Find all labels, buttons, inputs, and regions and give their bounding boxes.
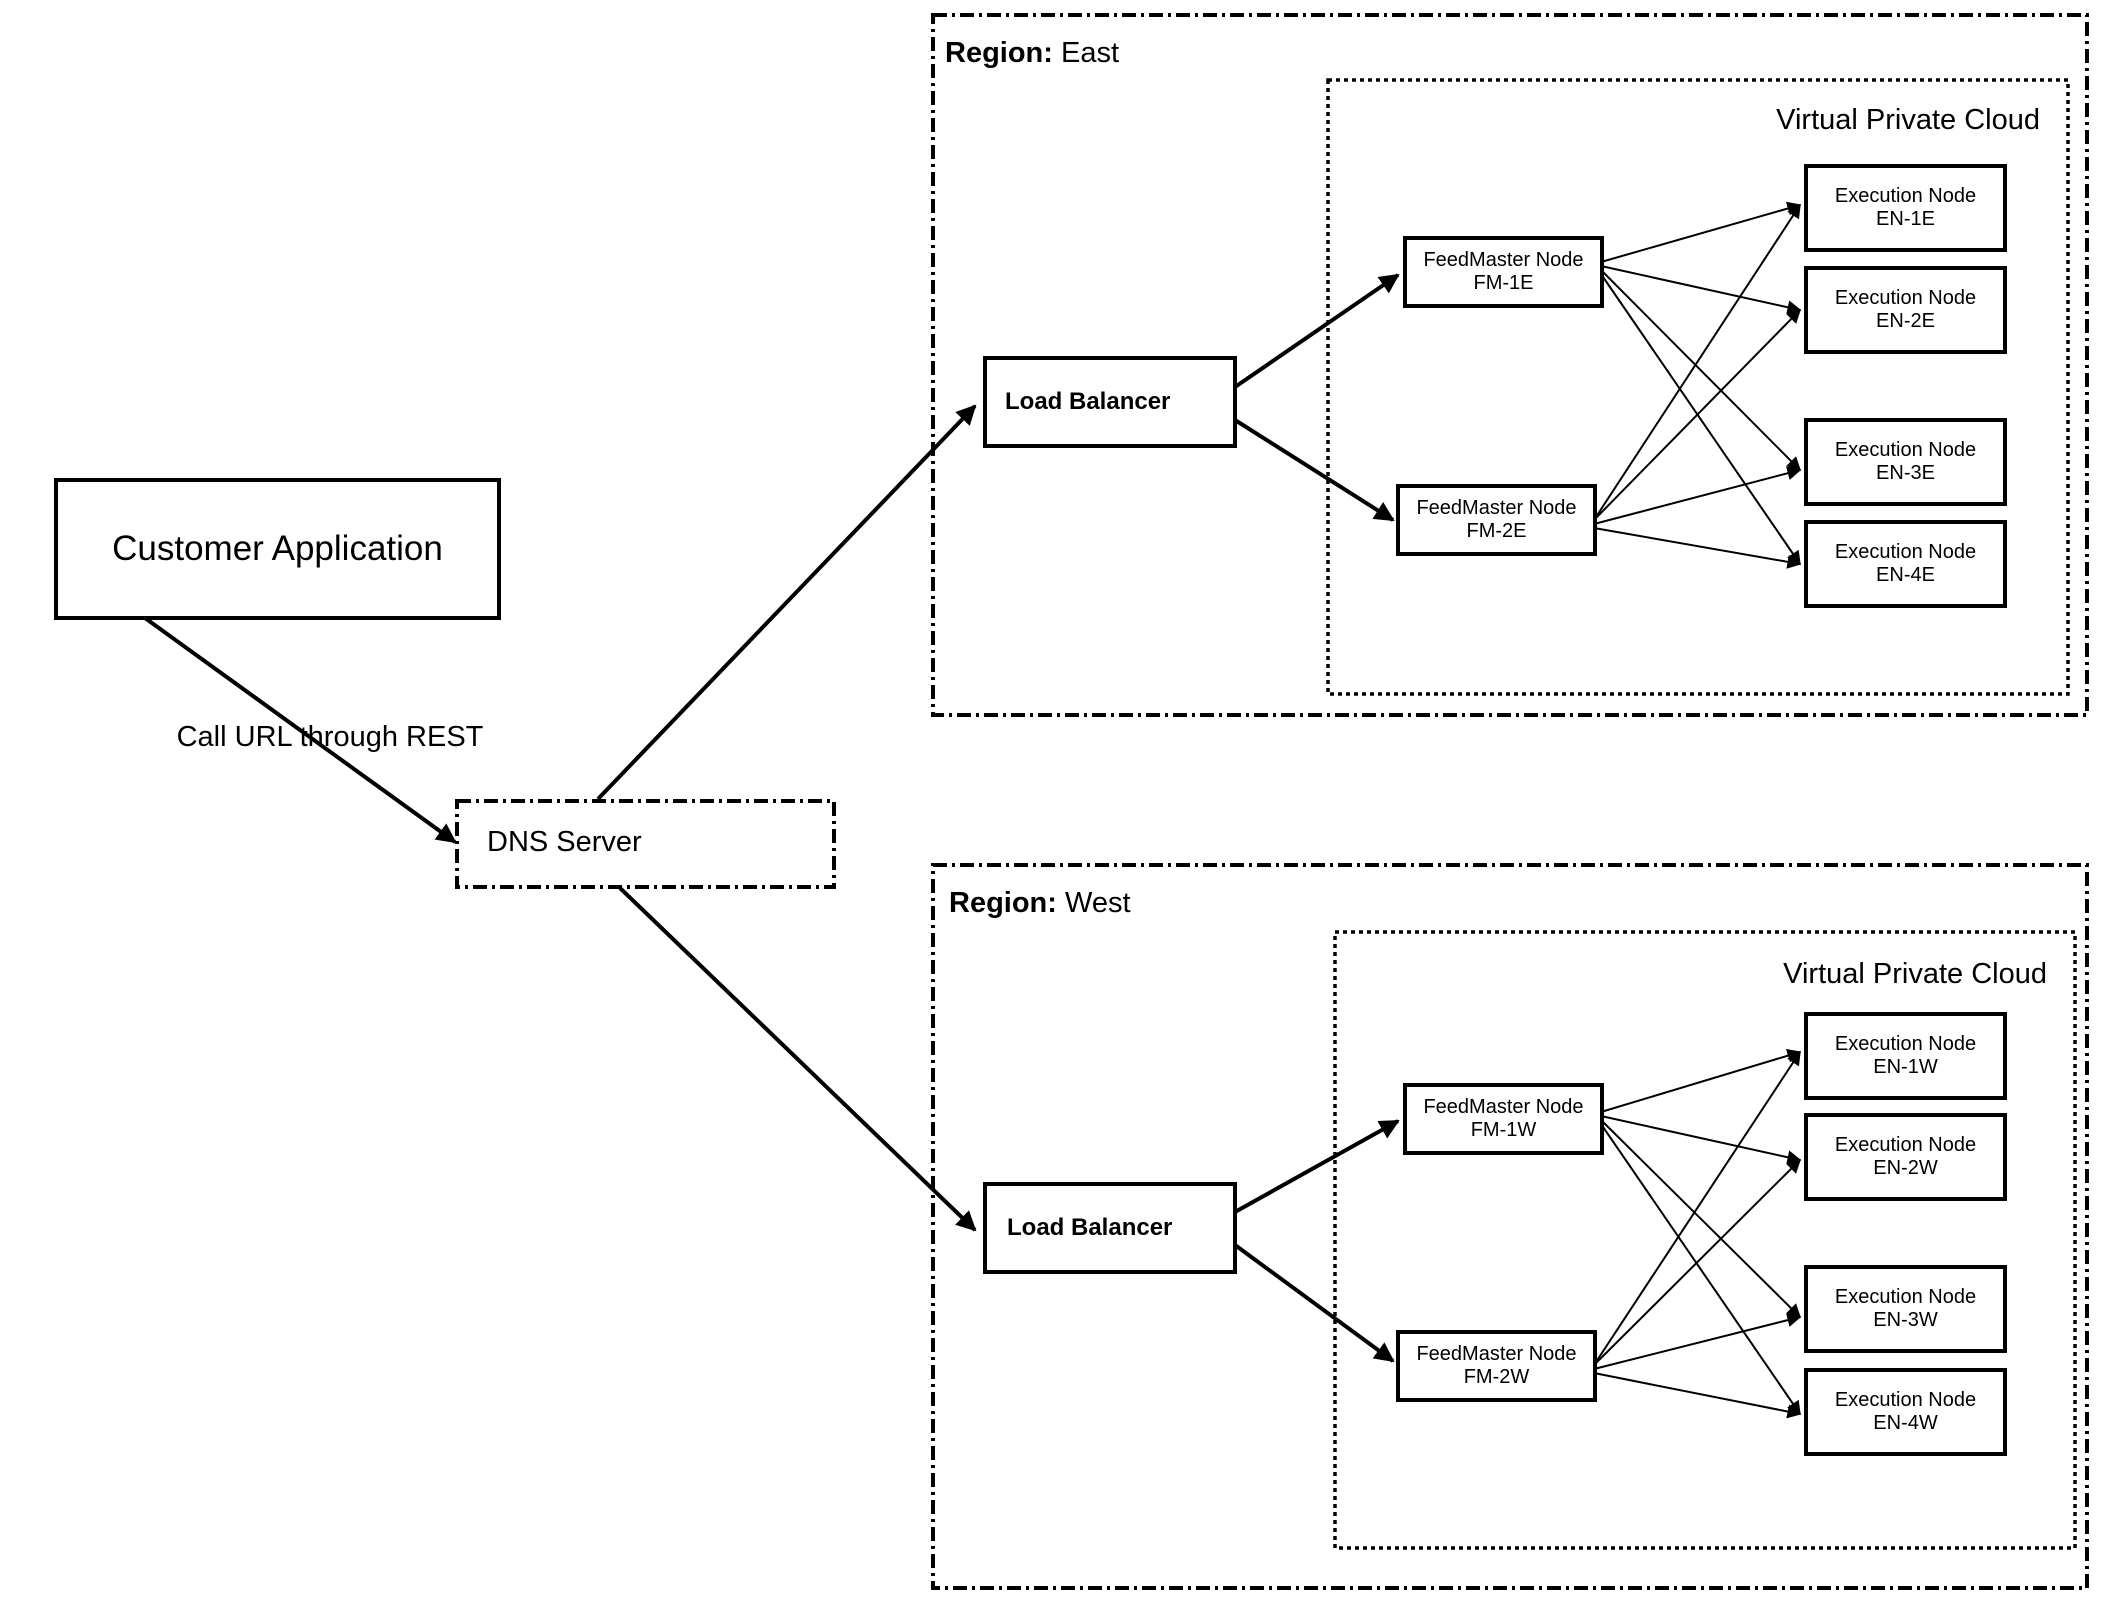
east-execution-node-3-id: EN-3E: [1876, 462, 1935, 484]
west-execution-node-3-title: Execution Node: [1834, 1286, 1977, 1308]
region-east-container: [931, 13, 2089, 717]
vpc-east-container: [1326, 78, 2070, 696]
vpc-west-label: Virtual Private Cloud: [1783, 958, 2047, 990]
vpc-west-container: [1333, 930, 2077, 1550]
east-execution-node-3: Execution Node EN-3E: [1804, 418, 2007, 506]
customer-application-label: Customer Application: [112, 529, 443, 568]
west-execution-node-2-id: EN-2W: [1873, 1157, 1938, 1179]
arrow-east-lb-to-fm2: [1233, 418, 1395, 522]
west-load-balancer-label: Load Balancer: [1007, 1214, 1173, 1241]
west-execution-node-1: Execution Node EN-1W: [1804, 1012, 2007, 1100]
region-west-label-key: Region:: [949, 887, 1057, 919]
east-load-balancer: Load Balancer: [983, 356, 1237, 448]
east-execution-node-1-id: EN-1E: [1876, 208, 1935, 230]
region-west-container: [931, 863, 2089, 1590]
region-east-label-key: Region:: [945, 37, 1053, 69]
west-load-balancer: Load Balancer: [983, 1182, 1237, 1274]
region-east-label: Region: East: [945, 36, 1119, 71]
dns-server-label: DNS Server: [487, 826, 642, 858]
west-execution-node-2-title: Execution Node: [1834, 1134, 1977, 1156]
east-feedmaster-2-id: FM-2E: [1466, 520, 1527, 542]
east-feedmaster-1-id: FM-1E: [1473, 272, 1534, 294]
west-feedmaster-1: FeedMaster Node FM-1W: [1403, 1083, 1604, 1155]
vpc-east-label: Virtual Private Cloud: [1776, 104, 2040, 136]
east-execution-node-2-title: Execution Node: [1834, 287, 1977, 309]
west-execution-node-4-title: Execution Node: [1834, 1389, 1977, 1411]
arrow-west-lb-to-fm1: [1234, 1119, 1400, 1214]
region-east-label-name: East: [1061, 37, 1120, 69]
west-execution-node-3-id: EN-3W: [1873, 1309, 1938, 1331]
west-execution-node-1-title: Execution Node: [1834, 1033, 1977, 1055]
arrow-east-lb-to-fm1: [1233, 273, 1400, 389]
customer-application-box: Customer Application: [54, 478, 501, 620]
east-feedmaster-1: FeedMaster Node FM-1E: [1403, 236, 1604, 308]
east-feedmaster-2: FeedMaster Node FM-2E: [1396, 484, 1597, 556]
arrow-west-lb-to-fm2: [1233, 1243, 1395, 1363]
east-execution-node-4-title: Execution Node: [1834, 541, 1977, 563]
west-execution-node-1-id: EN-1W: [1873, 1056, 1938, 1078]
east-execution-node-2-id: EN-2E: [1876, 310, 1935, 332]
west-execution-node-2: Execution Node EN-2W: [1804, 1113, 2007, 1201]
east-execution-node-1-title: Execution Node: [1834, 185, 1977, 207]
west-feedmaster-1-title: FeedMaster Node: [1423, 1096, 1584, 1118]
region-west-label: Region: West: [949, 886, 1131, 921]
arrow-dns-to-east-lb: [596, 404, 977, 801]
west-feedmaster-2: FeedMaster Node FM-2W: [1396, 1330, 1597, 1402]
east-feedmaster-1-title: FeedMaster Node: [1423, 249, 1584, 271]
east-execution-node-4-id: EN-4E: [1876, 564, 1935, 586]
west-execution-node-3: Execution Node EN-3W: [1804, 1265, 2007, 1353]
rest-call-label: Call URL through REST: [176, 721, 484, 753]
arrow-dns-to-west-lb: [618, 886, 977, 1232]
region-west-label-name: West: [1065, 887, 1131, 919]
west-feedmaster-2-id: FM-2W: [1463, 1366, 1530, 1388]
west-execution-node-4: Execution Node EN-4W: [1804, 1368, 2007, 1456]
east-execution-node-4: Execution Node EN-4E: [1804, 520, 2007, 608]
arrow-app-to-dns: [143, 616, 457, 844]
east-load-balancer-label: Load Balancer: [1005, 388, 1171, 415]
east-execution-node-2: Execution Node EN-2E: [1804, 266, 2007, 354]
west-feedmaster-1-id: FM-1W: [1470, 1119, 1537, 1141]
west-execution-arrows: [1593, 1048, 1802, 1419]
dns-server-box: [455, 799, 836, 889]
east-execution-node-1: Execution Node EN-1E: [1804, 164, 2007, 252]
east-execution-node-3-title: Execution Node: [1834, 439, 1977, 461]
east-feedmaster-2-title: FeedMaster Node: [1416, 497, 1577, 519]
west-feedmaster-2-title: FeedMaster Node: [1416, 1343, 1577, 1365]
east-execution-arrows: [1593, 201, 1802, 569]
west-execution-node-4-id: EN-4W: [1873, 1412, 1938, 1434]
